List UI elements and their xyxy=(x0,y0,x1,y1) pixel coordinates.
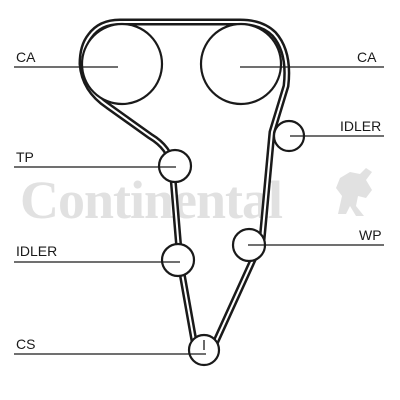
horse-logo-icon xyxy=(336,168,372,216)
leader-lines xyxy=(14,66,384,355)
label-cs: CS xyxy=(16,336,35,352)
continental-watermark: Continental xyxy=(20,168,372,230)
label-idler-right: IDLER xyxy=(340,118,381,134)
label-ca-left: CA xyxy=(16,49,36,65)
camshaft-pulley-left xyxy=(80,22,164,106)
labels: CA CA IDLER TP IDLER WP CS xyxy=(16,49,382,352)
label-idler-left: IDLER xyxy=(16,243,57,259)
label-tp: TP xyxy=(16,149,34,165)
label-wp: WP xyxy=(359,227,382,243)
camshaft-pulley-right xyxy=(199,22,283,106)
idler-pulley-left xyxy=(160,242,196,278)
tensioner-pulley xyxy=(157,148,193,184)
watermark-logo-text: Continental xyxy=(20,170,283,230)
pulleys xyxy=(80,22,306,367)
label-ca-right: CA xyxy=(357,49,377,65)
